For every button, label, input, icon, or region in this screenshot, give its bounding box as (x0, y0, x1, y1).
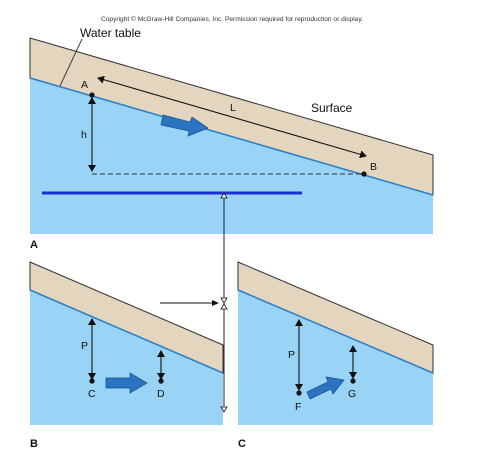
water-table-label: Water table (80, 26, 141, 40)
point-c-label: C (88, 388, 96, 400)
flow-arrow-icon (105, 372, 148, 394)
connector-mid-arrowhead-up (220, 303, 228, 310)
panel-b-water-table-line (29, 289, 224, 374)
panel-c-water (238, 290, 433, 425)
pressure-label-c: P (288, 349, 295, 361)
connector-top-arrowhead (220, 192, 228, 199)
panel-b: P C D B (29, 261, 224, 450)
length-label: L (230, 102, 236, 114)
point-c (89, 378, 95, 384)
connector-bottom-arrowhead (220, 406, 228, 413)
point-b-label: B (370, 161, 377, 173)
panel-b-label: B (30, 438, 38, 450)
water-table-leader-line (59, 38, 83, 87)
panel-b-water (30, 290, 223, 425)
point-a (89, 92, 95, 98)
point-a-label: A (81, 79, 88, 91)
copyright-notice: Copyright © McGraw-Hill Companies, Inc. … (101, 15, 363, 23)
pointer-arrowhead (212, 300, 219, 306)
point-g (350, 378, 356, 384)
pressure-label-b: P (81, 340, 88, 352)
panel-a-label: A (30, 239, 38, 251)
point-g-label: G (348, 388, 356, 400)
panel-c-water-table-line (237, 289, 434, 374)
point-d (158, 378, 164, 384)
panel-a: Water table Surface L A h B A (29, 26, 434, 251)
panel-c: P F G C (237, 261, 434, 450)
point-d-label: D (157, 388, 165, 400)
surface-label: Surface (311, 101, 353, 115)
flow-arrow-icon (306, 376, 345, 400)
flow-arrow-icon (160, 114, 209, 137)
length-double-arrow (97, 75, 367, 159)
center-connector (160, 192, 228, 413)
point-f (296, 390, 302, 396)
connector-mid-arrowhead-down (220, 297, 228, 304)
panel-c-label: C (238, 438, 246, 450)
point-f-label: F (295, 401, 301, 413)
point-b (361, 171, 367, 177)
head-label: h (81, 129, 87, 141)
